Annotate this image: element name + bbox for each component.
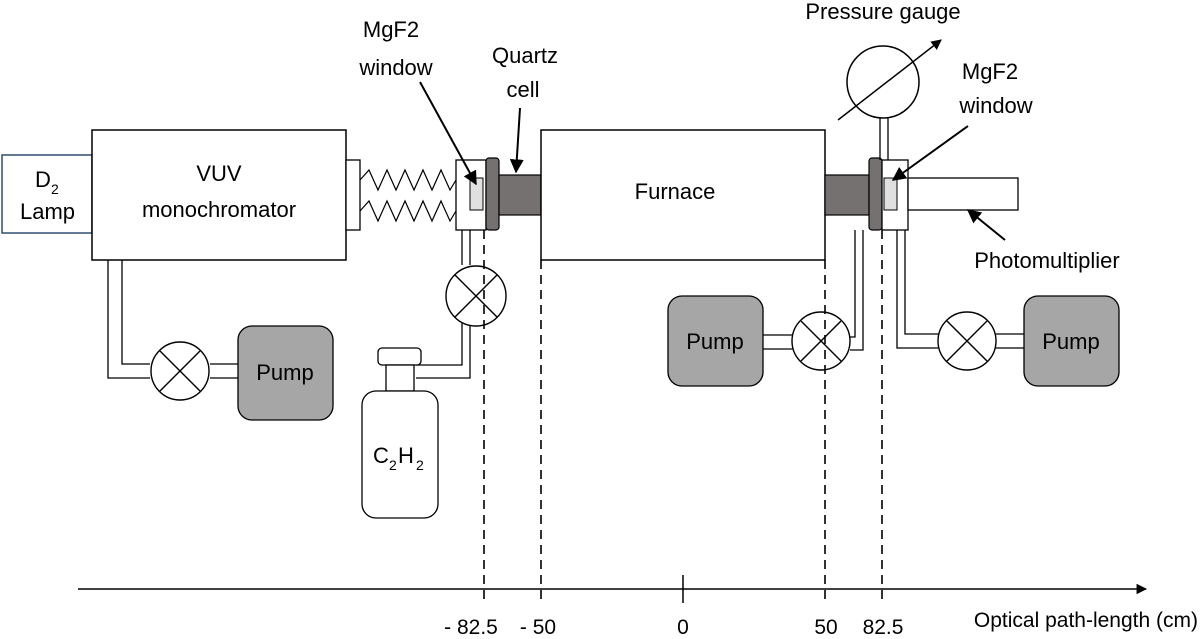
tick-label: 0 [677, 616, 689, 639]
vuv-label: VUV [196, 161, 242, 186]
quartz-cell-right [824, 157, 883, 231]
quartz-label-2: cell [506, 77, 539, 102]
mgf2-right-label-2: window [958, 93, 1032, 118]
tick-label: - 50 [520, 616, 556, 639]
c2h2-c: C [373, 443, 389, 468]
gas-valve [445, 265, 507, 327]
tick-label: - 82.5 [444, 616, 498, 639]
mgf2-right-label-1: MgF2 [962, 59, 1018, 84]
right-window-flange [881, 159, 909, 231]
left-pump: Pump [237, 325, 334, 421]
left-window-flange [455, 159, 487, 231]
middle-pump-label: Pump [686, 329, 743, 354]
right-pump-label: Pump [1042, 329, 1099, 354]
reference-lines [483, 230, 883, 605]
furnace: Furnace [540, 129, 826, 261]
middle-pump: Pump [667, 295, 764, 387]
d2-lamp: D 2 Lamp [1, 154, 93, 234]
c2h2-cylinder: C 2 H 2 [361, 347, 439, 519]
middle-valve [791, 311, 851, 371]
mgf2-left-annotation: MgF2 window [358, 17, 477, 186]
d2-subscript: 2 [51, 181, 59, 197]
middle-pump-line [763, 230, 864, 351]
photomultiplier [907, 177, 1019, 211]
c2h2-sub1: 2 [389, 457, 397, 473]
left-pump-line [107, 260, 238, 379]
tick-label: 82.5 [863, 616, 904, 639]
photomultiplier-annotation: Photomultiplier [966, 209, 1120, 273]
mgf2-right-annotation: MgF2 window [891, 59, 1033, 181]
tick-label: 50 [814, 616, 837, 639]
right-valve [937, 311, 997, 371]
left-pump-label: Pump [256, 360, 313, 385]
axis-label: Optical path-length (cm) [974, 609, 1198, 632]
c2h2-h: H [398, 443, 414, 468]
c2h2-sub2: 2 [416, 457, 424, 473]
right-pump: Pump [1023, 295, 1120, 387]
right-pump-line [896, 230, 1024, 349]
pressure-gauge-label: Pressure gauge [805, 0, 960, 24]
d2-label: D [35, 167, 51, 192]
bellows [359, 168, 457, 223]
quartz-label-1: Quartz [492, 43, 558, 68]
gas-line [416, 230, 471, 379]
lamp-label: Lamp [20, 199, 75, 224]
left-valve [150, 341, 210, 401]
monochromator-label: monochromator [142, 197, 296, 222]
photomultiplier-label: Photomultiplier [974, 248, 1120, 273]
furnace-label: Furnace [635, 179, 716, 204]
quartz-cell-left [485, 157, 542, 231]
mgf2-left-label-2: window [358, 55, 432, 80]
vuv-monochromator: VUV monochromator [91, 129, 361, 261]
quartz-cell-annotation: Quartz cell [492, 43, 558, 174]
pressure-gauge: Pressure gauge [805, 0, 961, 160]
path-length-axis: - 82.5 - 50 0 50 82.5 Optical path-lengt… [78, 575, 1198, 639]
mgf2-left-label-1: MgF2 [363, 17, 419, 42]
